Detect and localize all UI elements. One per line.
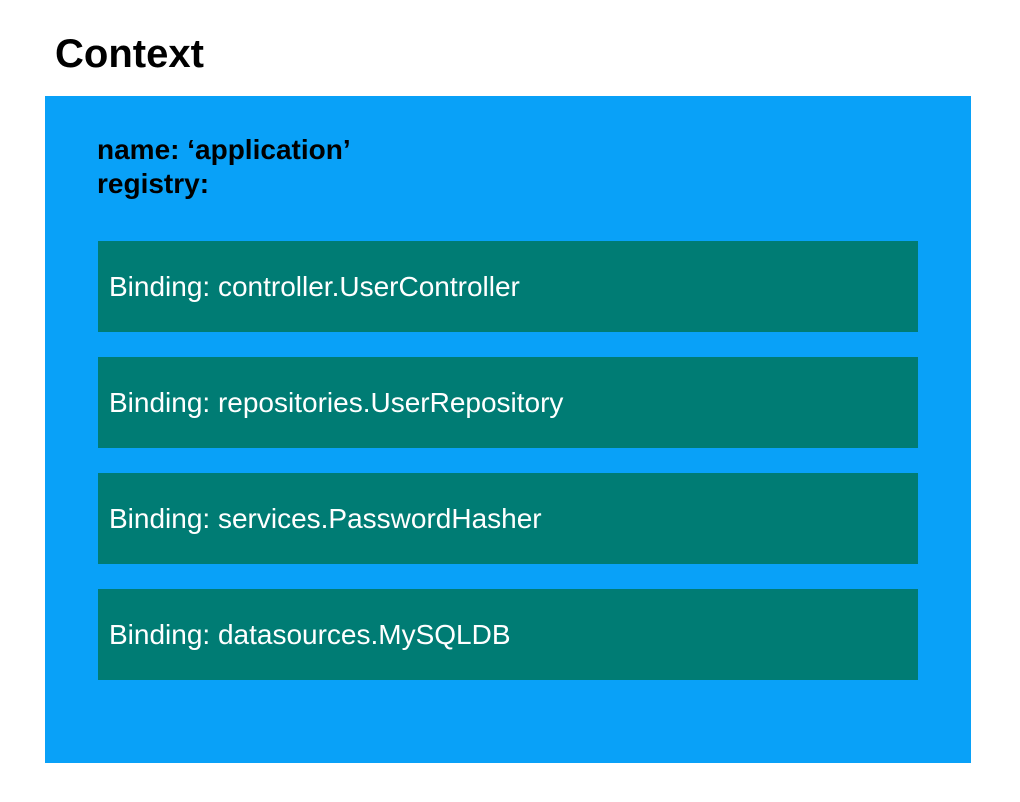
binding-box: Binding: controller.UserController — [98, 241, 918, 332]
binding-label: Binding: controller.UserController — [109, 270, 520, 302]
binding-label: Binding: repositories.UserRepository — [109, 386, 564, 418]
bindings-list: Binding: controller.UserController Bindi… — [98, 241, 918, 680]
context-name-line: name: ‘application’ — [97, 134, 351, 165]
binding-label: Binding: services.PasswordHasher — [109, 502, 542, 534]
context-container: name: ‘application’ registry: Binding: c… — [45, 96, 971, 763]
binding-label: Binding: datasources.MySQLDB — [109, 618, 511, 650]
binding-box: Binding: services.PasswordHasher — [98, 473, 918, 564]
binding-box: Binding: repositories.UserRepository — [98, 357, 918, 448]
context-properties: name: ‘application’ registry: — [97, 133, 351, 201]
page-title: Context — [55, 32, 204, 76]
binding-box: Binding: datasources.MySQLDB — [98, 589, 918, 680]
context-registry-line: registry: — [97, 168, 210, 199]
